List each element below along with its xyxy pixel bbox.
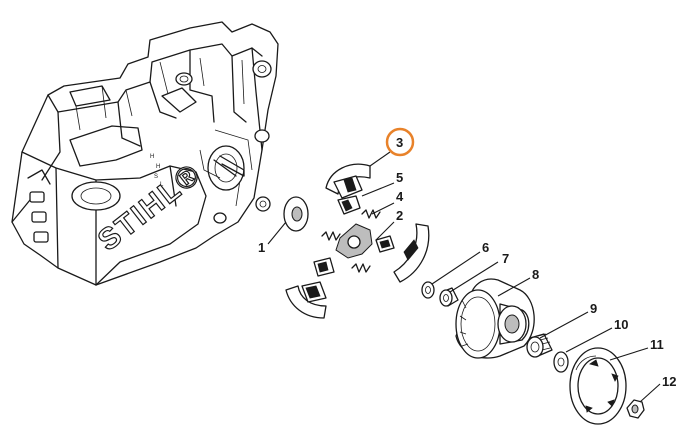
callout-10: 10 (614, 317, 628, 332)
part-5-shoe-insert (337, 195, 361, 215)
callout-7: 7 (502, 251, 509, 266)
housing-mark-4: L (160, 182, 164, 188)
part-10-washer (553, 351, 569, 373)
callout-labels: 1 2 3 4 5 6 7 8 9 10 11 12 (258, 127, 676, 389)
part-1-washer (283, 196, 309, 232)
callout-4: 4 (396, 189, 404, 204)
part-12-nut (626, 399, 645, 419)
callout-3: 3 (396, 135, 403, 150)
part-8-clutch-drum (455, 278, 535, 359)
housing-mark-3: S (154, 174, 158, 180)
housing-mark-1: H (150, 154, 154, 160)
callout-8: 8 (532, 267, 539, 282)
part-7-sleeve (439, 287, 459, 307)
part-3-clutch-shoe-top (325, 163, 371, 199)
callout-11: 11 (650, 337, 664, 352)
part-2-clutch-carrier (335, 223, 395, 259)
callout-9: 9 (590, 301, 597, 316)
highlight-ring (385, 127, 415, 157)
leader-lines (267, 151, 661, 403)
crankcase-housing: H H S L STIHL® (11, 21, 279, 286)
part-4-spring (321, 209, 381, 273)
callout-5: 5 (396, 170, 403, 185)
part-6-washer (421, 281, 435, 299)
callout-2: 2 (396, 208, 403, 223)
clutch-shoe-right (393, 223, 430, 283)
housing-mark-2: H (156, 164, 160, 170)
callout-12: 12 (662, 374, 676, 389)
callout-6: 6 (482, 240, 489, 255)
part-9-needle-cage (526, 333, 553, 358)
callout-3-highlight[interactable]: 3 (385, 127, 415, 157)
callout-1: 1 (258, 240, 265, 255)
part-11-sprocket-cover (569, 347, 627, 425)
clutch-shoe-lower (285, 257, 335, 319)
